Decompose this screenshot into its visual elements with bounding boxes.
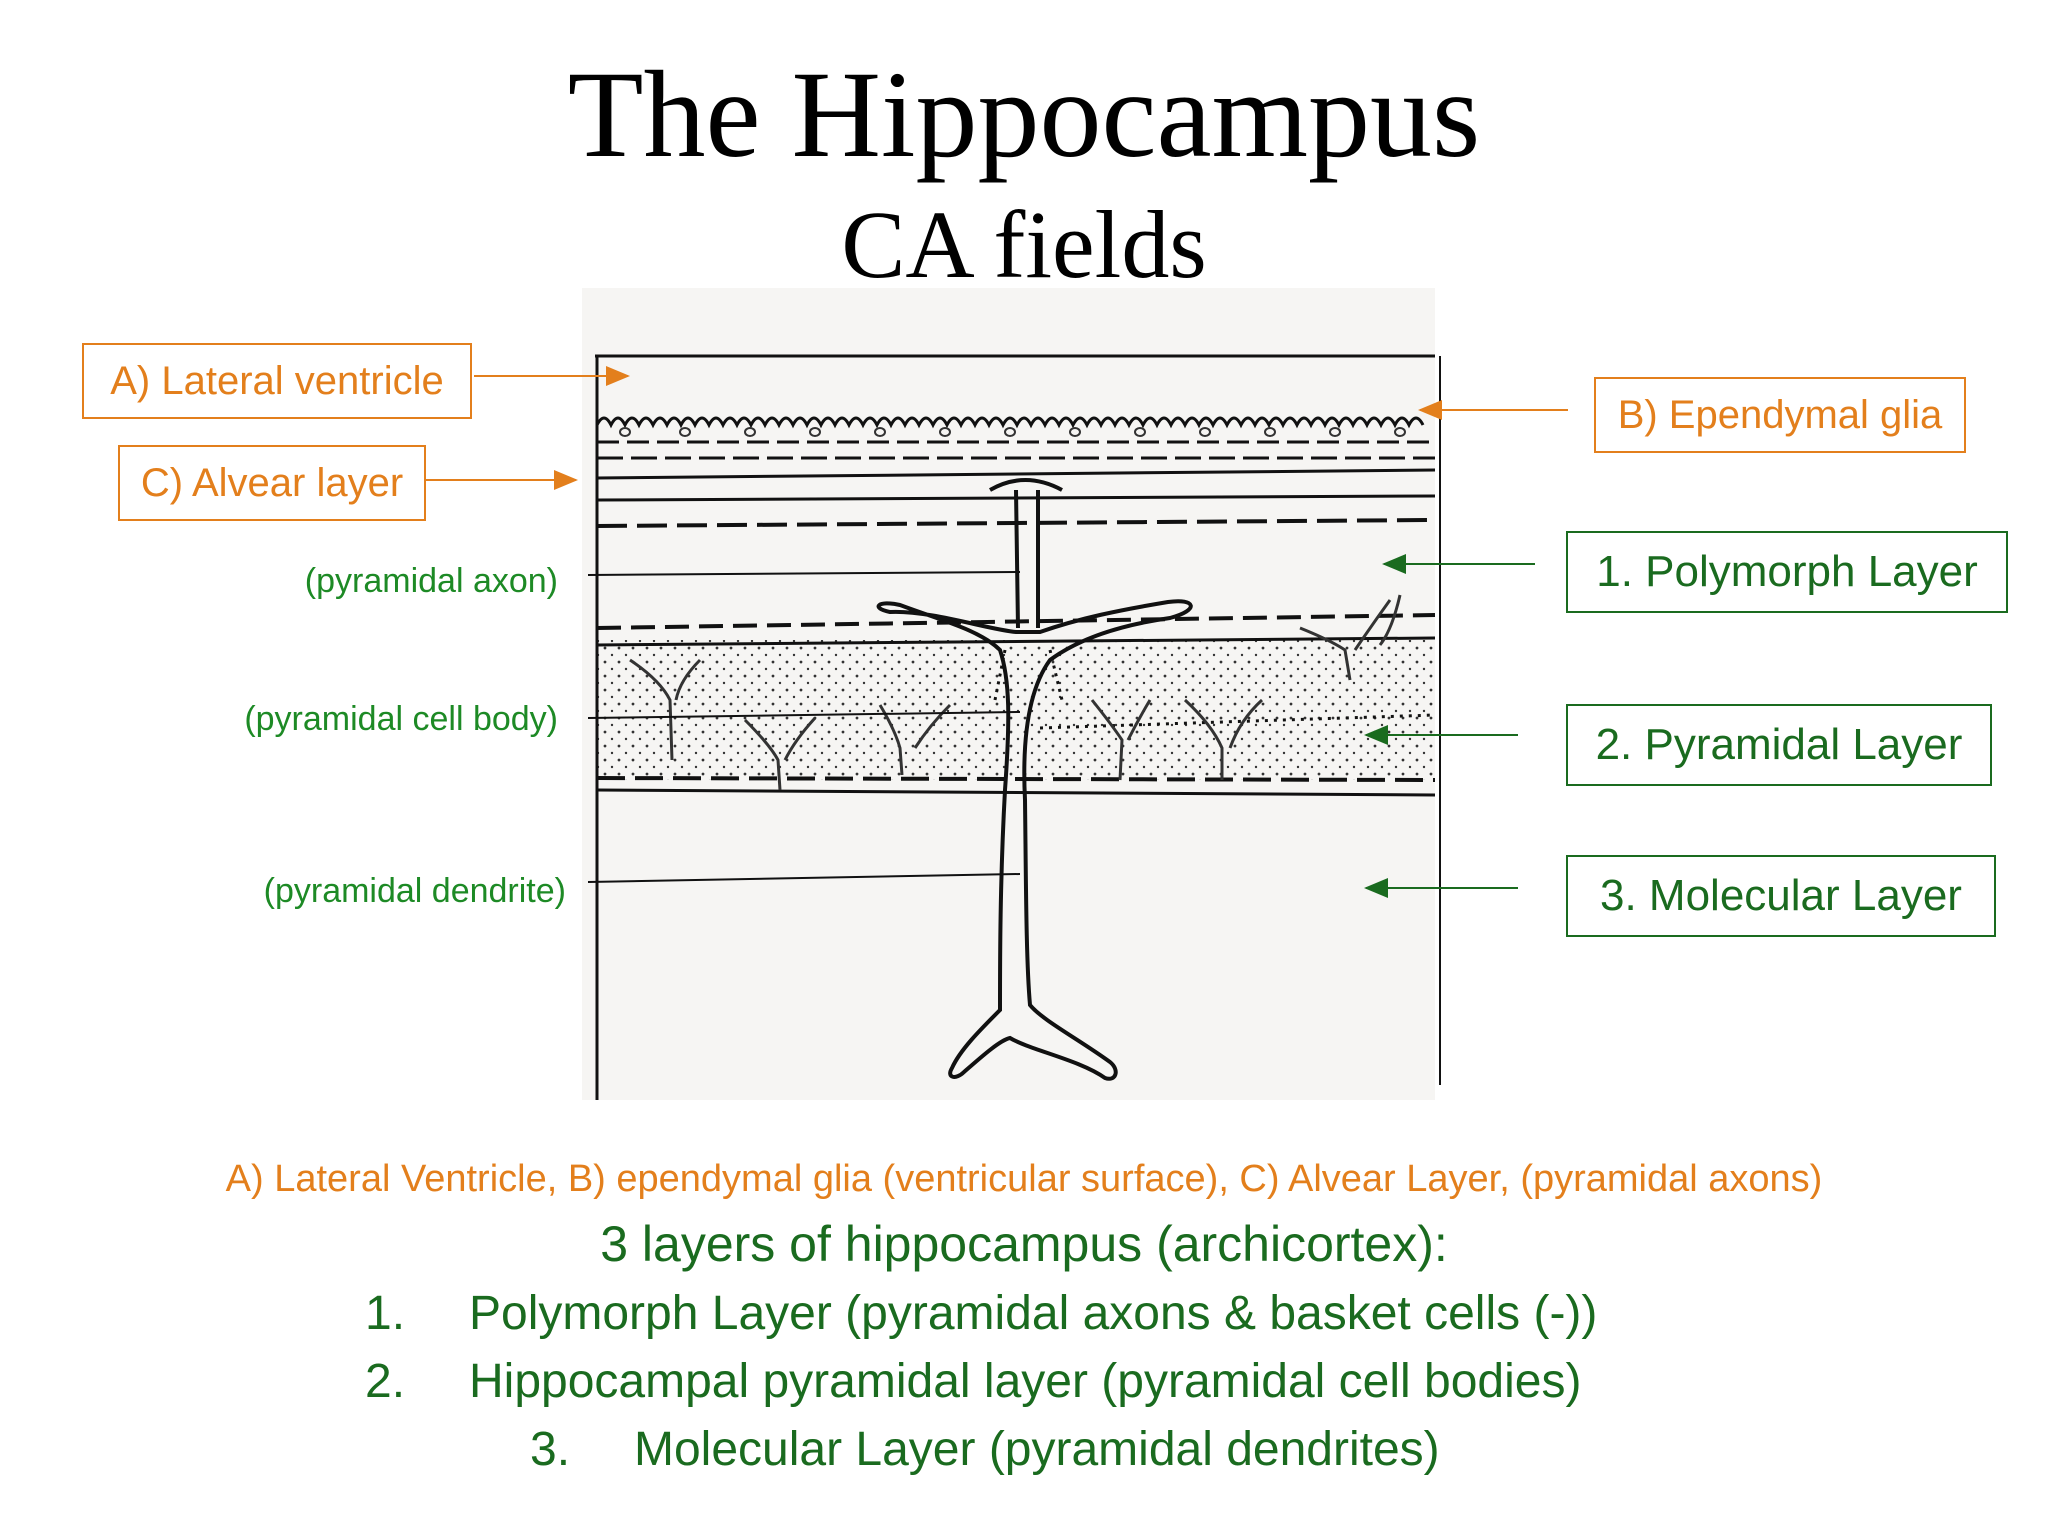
neuron-axon-branch [989, 478, 1063, 629]
ependymal-glia-label: B) Ependymal glia [1594, 377, 1966, 453]
small-pyramidal-cell [629, 594, 1402, 791]
summary-item-text: Polymorph Layer (pyramidal axons & baske… [469, 1287, 1598, 1340]
soma-dotted-left [993, 649, 1007, 701]
molecular-layer-label: 3. Molecular Layer [1566, 855, 1996, 937]
summary-list-item: 1. Polymorph Layer (pyramidal axons & ba… [365, 1286, 1765, 1346]
summary-item-text: Molecular Layer (pyramidal dendrites) [634, 1423, 1440, 1476]
summary-item-number: 2. [365, 1355, 406, 1408]
pyramidal-mid-dotted [1039, 713, 1436, 730]
pyramidal-lower-dashed [596, 776, 1436, 782]
summary-item-number: 3. [530, 1423, 571, 1476]
axon-leader-line [587, 571, 1021, 576]
page-title: The Hippocampus [567, 46, 1481, 183]
pyramidal-cell-body-label: (pyramidal cell body) [244, 700, 558, 738]
summary-item-number: 1. [365, 1287, 406, 1340]
pyramidal-axon-label: (pyramidal axon) [304, 562, 558, 600]
pyramidal-neuron [876, 599, 1193, 1081]
summary-list-item: 2. Hippocampal pyramidal layer (pyramida… [365, 1354, 1765, 1414]
dendrite-leader-line [587, 873, 1021, 883]
pyramidal-dendrite-label: (pyramidal dendrite) [263, 872, 566, 910]
pyramidal-band [597, 640, 1435, 780]
soma-dotted-right [1048, 649, 1064, 701]
polymorph-lower-solid [596, 636, 1436, 647]
pyramidal-lower-solid [596, 788, 1436, 797]
ependymal-glia-cells [619, 427, 1407, 437]
alvear-line-solid-1 [596, 468, 1436, 480]
polymorph-layer-label: 1. Polymorph Layer [1566, 531, 2008, 613]
page-subtitle: CA fields [841, 191, 1207, 298]
pyramidal-layer-label: 2. Pyramidal Layer [1566, 704, 1992, 786]
lateral-ventricle-label: A) Lateral ventricle [82, 343, 472, 419]
body-leader-line [587, 711, 1021, 719]
ependymal-glia-layer [595, 416, 1425, 429]
summary-list-item: 3. Molecular Layer (pyramidal dendrites) [530, 1422, 1730, 1482]
alvear-layer-label: C) Alvear layer [118, 445, 426, 521]
summary-item-text: Hippocampal pyramidal layer (pyramidal c… [469, 1355, 1582, 1408]
summary-heading: 3 layers of hippocampus (archicortex): [600, 1216, 1448, 1272]
summary-callouts-line: A) Lateral Ventricle, B) ependymal glia … [225, 1158, 1823, 1200]
